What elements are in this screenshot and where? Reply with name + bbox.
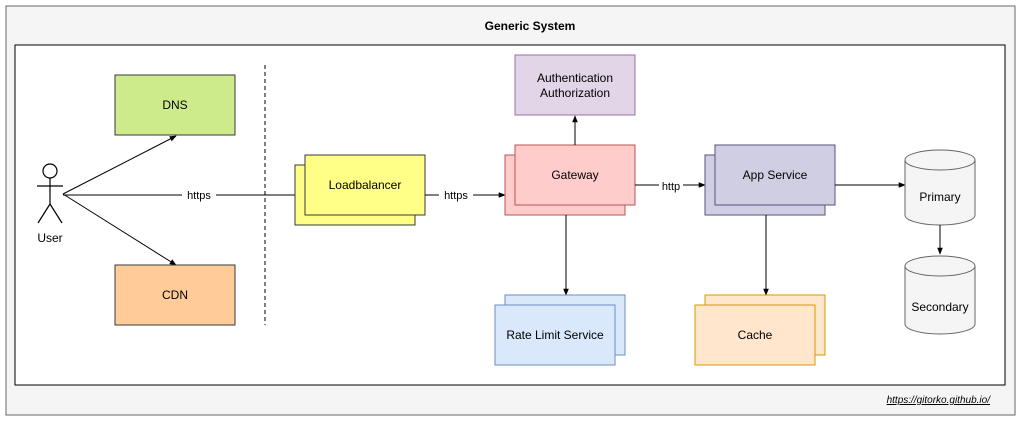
user-actor[interactable]: User (37, 163, 63, 245)
secondary-label: Secondary (911, 300, 968, 314)
diagram-title: Generic System (485, 19, 576, 33)
appservice-node[interactable]: App Service (704, 144, 836, 216)
cdn-node[interactable]: CDN (114, 264, 236, 326)
edge-user-to-dns (62, 135, 177, 195)
edge-user-to-cdn (62, 193, 177, 266)
loadbalancer-label: Loadbalancer (329, 178, 402, 192)
loadbalancer-node[interactable]: Loadbalancer (294, 154, 426, 226)
footer-link[interactable]: https://gitorko.github.io/ (887, 395, 992, 406)
ratelimit-label: Rate Limit Service (506, 328, 604, 342)
cache-label: Cache (738, 328, 773, 342)
gateway-node[interactable]: Gateway (504, 144, 636, 216)
edge-label-gateway-app: http (662, 181, 680, 193)
secondary-db-node[interactable]: Secondary (904, 255, 976, 335)
cache-node[interactable]: Cache (694, 294, 826, 366)
edge-label-user-lb: https (187, 190, 211, 202)
edge-label-lb-gateway: https (444, 190, 468, 202)
primary-label: Primary (919, 190, 960, 204)
gateway-label: Gateway (551, 168, 598, 182)
auth-label-line1: Authentication (537, 71, 613, 85)
dns-label: DNS (162, 98, 187, 112)
user-icon-head (42, 163, 58, 179)
cdn-label: CDN (162, 288, 188, 302)
user-icon-leg-left (37, 203, 51, 224)
user-label: User (37, 231, 62, 245)
ratelimit-node[interactable]: Rate Limit Service (494, 294, 626, 366)
primary-db-node[interactable]: Primary (904, 149, 976, 226)
auth-label-line2: Authorization (540, 86, 610, 100)
user-icon-leg-right (49, 203, 63, 224)
appservice-label: App Service (743, 168, 808, 182)
auth-node[interactable]: Authentication Authorization (514, 54, 636, 116)
dns-node[interactable]: DNS (114, 74, 236, 136)
